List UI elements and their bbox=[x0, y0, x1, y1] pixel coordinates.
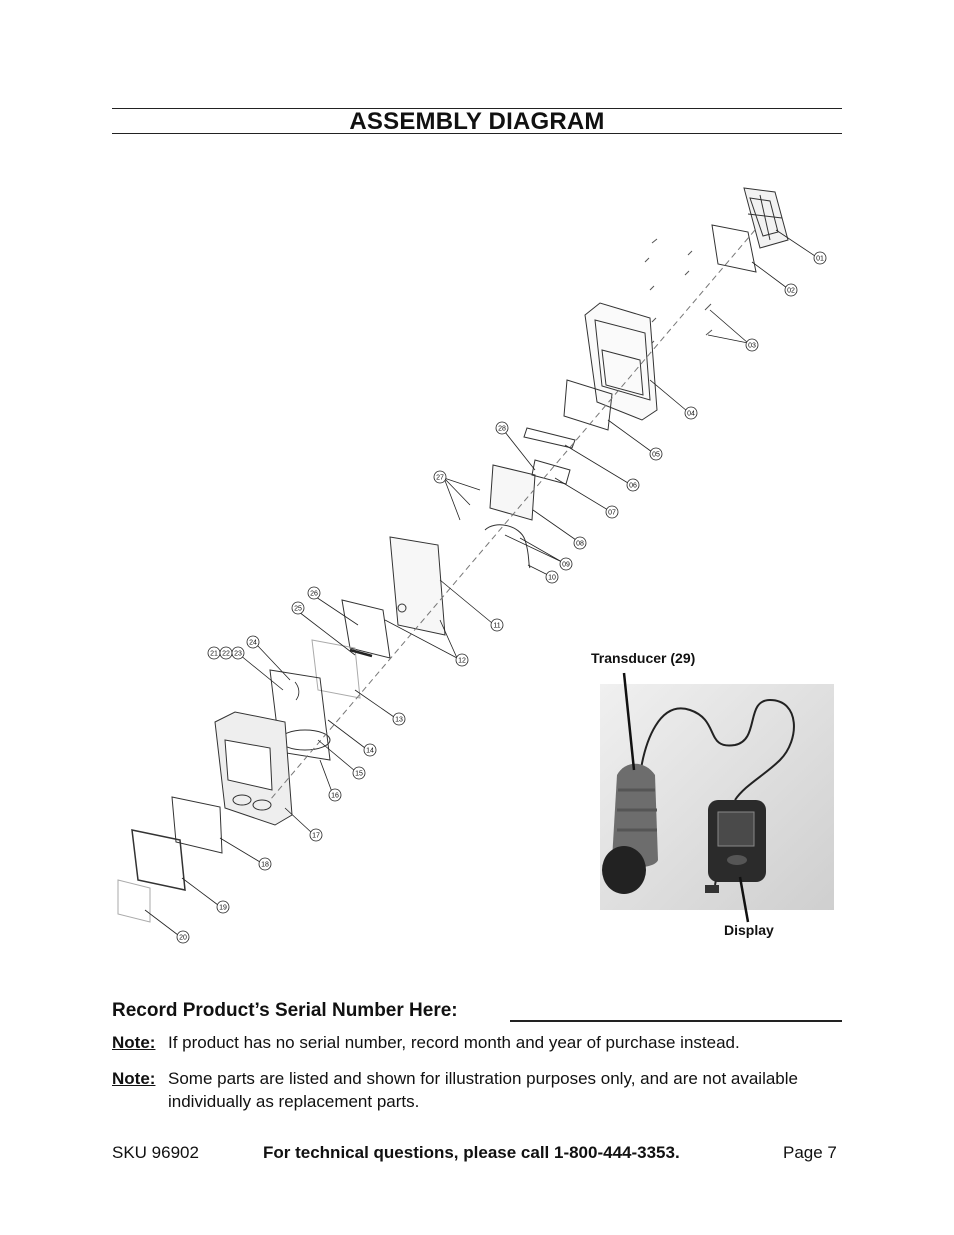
callout-02: 02 bbox=[784, 283, 798, 297]
note-text: Some parts are listed and shown for illu… bbox=[168, 1069, 798, 1111]
svg-text:18: 18 bbox=[261, 862, 269, 869]
callout-13: 13 bbox=[392, 712, 406, 726]
svg-text:21: 21 bbox=[210, 651, 218, 658]
callout-18: 18 bbox=[258, 857, 272, 871]
svg-text:25: 25 bbox=[294, 606, 302, 613]
footer-page: Page 7 bbox=[783, 1143, 837, 1162]
callout-16: 16 bbox=[328, 788, 342, 802]
svg-text:12: 12 bbox=[458, 658, 466, 665]
callout-07: 07 bbox=[605, 505, 619, 519]
svg-text:16: 16 bbox=[331, 793, 339, 800]
assembly-diagram: 01 02 03 04 05 06 07 08 09 10 11 12 13 1… bbox=[117, 187, 834, 944]
svg-text:28: 28 bbox=[498, 426, 506, 433]
svg-text:03: 03 bbox=[748, 343, 756, 350]
page-title: ASSEMBLY DIAGRAM bbox=[349, 108, 605, 135]
callout-08: 08 bbox=[573, 536, 587, 550]
part-18-gasket bbox=[171, 796, 223, 854]
svg-text:01: 01 bbox=[816, 256, 824, 263]
callout-09: 09 bbox=[559, 557, 573, 571]
callout-28: 28 bbox=[495, 421, 509, 435]
svg-text:20: 20 bbox=[179, 935, 187, 942]
part-13-screen bbox=[311, 639, 361, 699]
callout-10: 10 bbox=[545, 570, 559, 584]
callout-21: 21 bbox=[207, 646, 221, 660]
callout-15: 15 bbox=[352, 766, 366, 780]
callout-27: 27 bbox=[433, 470, 447, 484]
svg-text:05: 05 bbox=[652, 452, 660, 459]
part-26-panel bbox=[341, 599, 391, 659]
svg-text:23: 23 bbox=[234, 651, 242, 658]
callout-23: 23 bbox=[231, 646, 245, 660]
note-text: If product has no serial number, record … bbox=[168, 1033, 740, 1052]
part-02-gasket bbox=[711, 224, 757, 273]
title-rule-bottom bbox=[112, 133, 842, 134]
title-rule-top bbox=[112, 108, 842, 109]
callout-06: 06 bbox=[626, 478, 640, 492]
transducer-label: Transducer (29) bbox=[591, 650, 696, 666]
part-01-bracket bbox=[743, 187, 789, 249]
part-19-lens bbox=[131, 829, 186, 891]
footer-sku: SKU 96902 bbox=[112, 1143, 199, 1162]
part-06-strip bbox=[523, 427, 576, 449]
svg-text:27: 27 bbox=[436, 475, 444, 482]
part-05-gasket bbox=[563, 379, 613, 431]
display-label: Display bbox=[724, 922, 774, 938]
svg-text:13: 13 bbox=[395, 717, 403, 724]
callout-25: 25 bbox=[291, 601, 305, 615]
callout-12: 12 bbox=[455, 653, 469, 667]
part-04-frame bbox=[584, 302, 658, 421]
part-15-keypad bbox=[279, 729, 331, 751]
svg-text:26: 26 bbox=[310, 591, 318, 598]
svg-text:04: 04 bbox=[687, 411, 695, 418]
svg-text:09: 09 bbox=[562, 562, 570, 569]
callout-26: 26 bbox=[307, 586, 321, 600]
svg-text:15: 15 bbox=[355, 771, 363, 778]
callout-01: 01 bbox=[813, 251, 827, 265]
svg-text:11: 11 bbox=[493, 623, 500, 630]
serial-number-line[interactable] bbox=[510, 1020, 842, 1022]
callout-22: 22 bbox=[219, 646, 233, 660]
svg-text:19: 19 bbox=[219, 905, 227, 912]
display-image bbox=[705, 800, 766, 893]
part-07-board bbox=[489, 459, 571, 521]
footer-support: For technical questions, please call 1-8… bbox=[263, 1143, 680, 1162]
svg-text:06: 06 bbox=[629, 483, 637, 490]
svg-text:22: 22 bbox=[222, 651, 230, 658]
callout-19: 19 bbox=[216, 900, 230, 914]
transducer-image bbox=[602, 763, 658, 894]
callout-14: 14 bbox=[363, 743, 377, 757]
part-17-housing bbox=[214, 711, 293, 826]
svg-text:02: 02 bbox=[787, 288, 795, 295]
callout-17: 17 bbox=[309, 828, 323, 842]
note-label: Note: bbox=[112, 1069, 156, 1088]
note-label: Note: bbox=[112, 1033, 156, 1052]
callout-05: 05 bbox=[649, 447, 663, 461]
part-20-label bbox=[117, 879, 151, 923]
part-09-cable bbox=[484, 524, 531, 569]
callout-24: 24 bbox=[246, 635, 260, 649]
callout-11: 11 bbox=[490, 618, 504, 632]
callout-03: 03 bbox=[745, 338, 759, 352]
callout-20: 20 bbox=[176, 930, 190, 944]
svg-text:14: 14 bbox=[366, 748, 374, 755]
svg-text:10: 10 bbox=[548, 575, 556, 582]
part-11-chassis bbox=[389, 536, 446, 636]
callout-04: 04 bbox=[684, 406, 698, 420]
product-photo bbox=[600, 672, 834, 923]
svg-text:08: 08 bbox=[576, 541, 584, 548]
svg-text:24: 24 bbox=[249, 640, 257, 647]
svg-text:17: 17 bbox=[312, 833, 320, 840]
serial-number-label: Record Product’s Serial Number Here: bbox=[112, 1000, 458, 1021]
svg-text:07: 07 bbox=[608, 510, 616, 517]
